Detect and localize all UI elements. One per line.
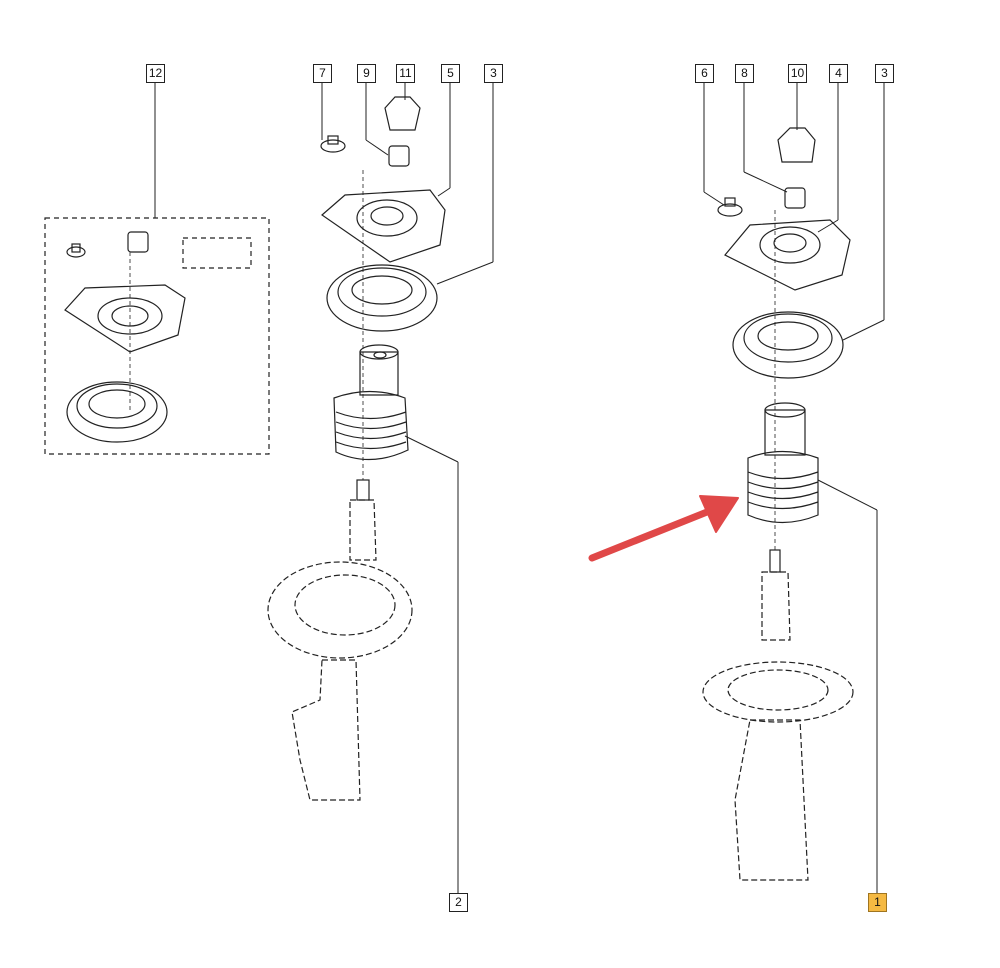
strut-assembly-right [702,127,854,881]
callout-8[interactable]: 8 [735,64,754,83]
callout-6[interactable]: 6 [695,64,714,83]
callout-1-highlighted[interactable]: 1 [868,893,887,912]
callout-3-right[interactable]: 3 [875,64,894,83]
callout-7[interactable]: 7 [313,64,332,83]
callout-3-left[interactable]: 3 [484,64,503,83]
callout-2[interactable]: 2 [449,893,468,912]
annotation-arrow [588,495,739,562]
kit-12-assembly [44,217,270,455]
callout-5[interactable]: 5 [441,64,460,83]
callout-10[interactable]: 10 [788,64,807,83]
leader-lines [154,83,885,893]
strut-assembly-left [267,96,446,801]
callout-9[interactable]: 9 [357,64,376,83]
callout-12[interactable]: 12 [146,64,165,83]
callout-11[interactable]: 11 [396,64,415,83]
callout-4[interactable]: 4 [829,64,848,83]
